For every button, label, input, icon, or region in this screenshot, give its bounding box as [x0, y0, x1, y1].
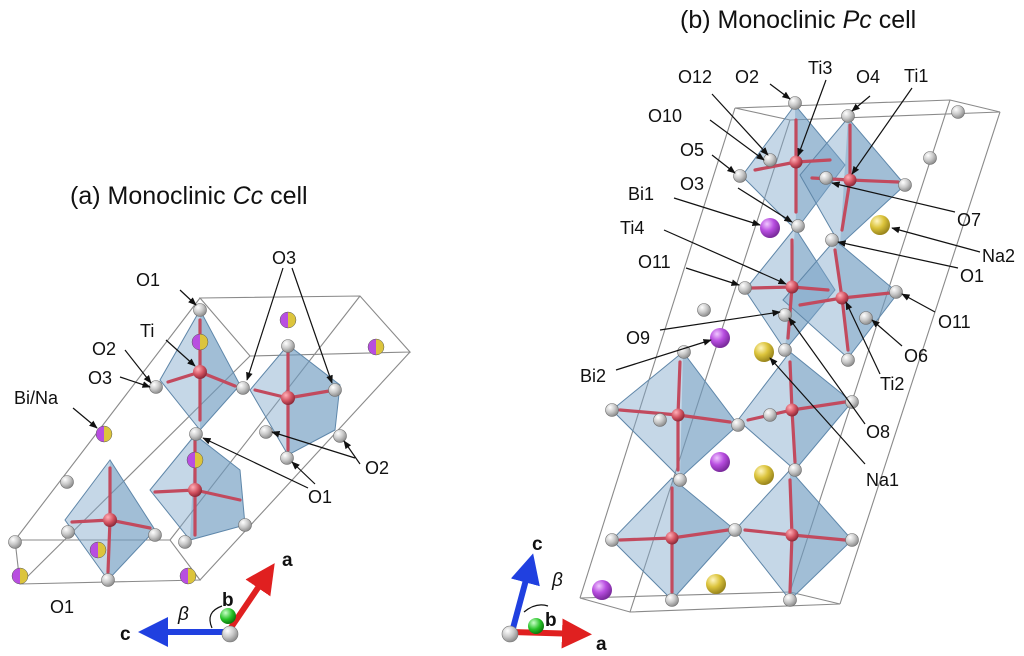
label-b-o7: O7 — [957, 210, 981, 230]
label-b-o4: O4 — [856, 67, 880, 87]
label-a-o3-top: O3 — [272, 248, 296, 268]
label-b-o9: O9 — [626, 328, 650, 348]
label-b-bi1: Bi1 — [628, 184, 654, 204]
label-b-bi2: Bi2 — [580, 366, 606, 386]
axis-a-label-a: a — [282, 550, 293, 571]
label-b-ti3: Ti3 — [808, 58, 832, 78]
label-a-o1-bottom: O1 — [50, 597, 74, 617]
label-b-ti4: Ti4 — [620, 218, 644, 238]
label-a-o3-left: O3 — [88, 368, 112, 388]
label-b-o12: O12 — [678, 67, 712, 87]
ti-bonds-b — [618, 118, 900, 594]
axis-b-beta: β — [551, 570, 563, 591]
atom-labels-a: O1 Ti O2 O3 Bi/Na O3 O2 O1 O1 — [14, 248, 389, 617]
panel-a-title: (a) Monoclinic Cc cell — [70, 182, 308, 210]
label-b-o11-right: O11 — [938, 312, 971, 332]
axis-b-label-c: c — [532, 534, 543, 555]
unit-cell-a — [14, 295, 412, 585]
na-atoms-b — [706, 215, 890, 594]
axis-a-label-b: b — [222, 590, 234, 611]
label-b-ti2: Ti2 — [880, 374, 904, 394]
label-a-o1-mid: O1 — [308, 487, 332, 507]
label-a-o1-top: O1 — [136, 270, 160, 290]
panel-a: (a) Monoclinic Cc cell — [8, 182, 412, 647]
label-b-o3: O3 — [680, 174, 704, 194]
label-b-ti1: Ti1 — [904, 66, 928, 86]
label-b-na1: Na1 — [866, 470, 899, 490]
bi-na-atoms-a — [11, 311, 385, 585]
leader-lines-a — [72, 267, 361, 489]
axes-triad-a: a b c β — [120, 550, 293, 647]
leader-lines-b — [615, 79, 981, 465]
label-a-o2-right: O2 — [365, 458, 389, 478]
bi-atoms-b — [592, 218, 780, 600]
label-a-bi-na: Bi/Na — [14, 388, 59, 408]
label-a-ti: Ti — [140, 321, 154, 341]
panel-b-title: (b) Monoclinic Pc cell — [680, 6, 916, 34]
label-a-o2-left: O2 — [92, 339, 116, 359]
label-b-o8: O8 — [866, 422, 890, 442]
oxygen-atoms-a — [8, 303, 347, 587]
oxygen-atoms-b — [605, 96, 965, 607]
axis-a-label-c: c — [120, 624, 131, 645]
label-b-o2: O2 — [735, 67, 759, 87]
axis-b-label-a: a — [596, 634, 607, 655]
label-b-o5: O5 — [680, 140, 704, 160]
octahedra-a — [64, 308, 341, 581]
label-b-na2: Na2 — [982, 246, 1015, 266]
axis-a-beta: β — [177, 604, 189, 625]
label-b-o6: O6 — [904, 346, 928, 366]
label-b-o1: O1 — [960, 266, 984, 286]
unit-cell-b — [579, 99, 1001, 613]
panel-b: (b) Monoclinic Pc cell — [501, 6, 1015, 655]
label-b-o10: O10 — [648, 106, 682, 126]
ti-atoms-b — [665, 155, 857, 545]
ti-atoms-a — [103, 365, 295, 527]
axes-triad-b: c b a β — [501, 534, 607, 655]
label-b-o11-left: O11 — [638, 252, 671, 272]
axis-b-label-b: b — [545, 610, 557, 631]
atom-labels-b: O12 O2 Ti3 O4 Ti1 O10 O5 O3 Bi1 Ti4 O11 … — [580, 58, 1015, 490]
